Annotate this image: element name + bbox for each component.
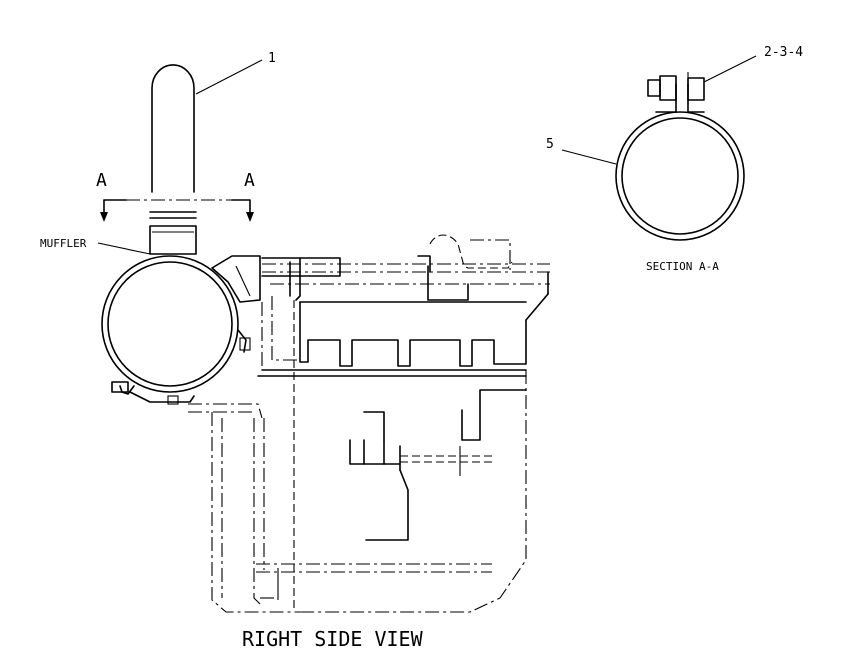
- callout-1: 1: [268, 51, 276, 66]
- section-line-a-a: [100, 199, 254, 222]
- engine-outline: [188, 234, 550, 613]
- callout-5: 5: [546, 137, 554, 152]
- view-title: RIGHT SIDE VIEW: [242, 627, 424, 651]
- leader-muffler: [97, 242, 151, 255]
- callout-2-3-4: 2-3-4: [764, 45, 803, 60]
- leader-1: [195, 59, 263, 95]
- section-title: SECTION A-A: [646, 260, 719, 273]
- leader-5: [561, 149, 617, 165]
- section-mark-right: A: [244, 170, 255, 191]
- section-mark-left: A: [96, 170, 107, 191]
- section-a-a-clamp: [615, 72, 745, 241]
- exhaust-stack: [149, 64, 197, 255]
- leader-234: [703, 55, 757, 83]
- muffler-label: MUFFLER: [40, 237, 87, 250]
- muffler: [101, 255, 251, 405]
